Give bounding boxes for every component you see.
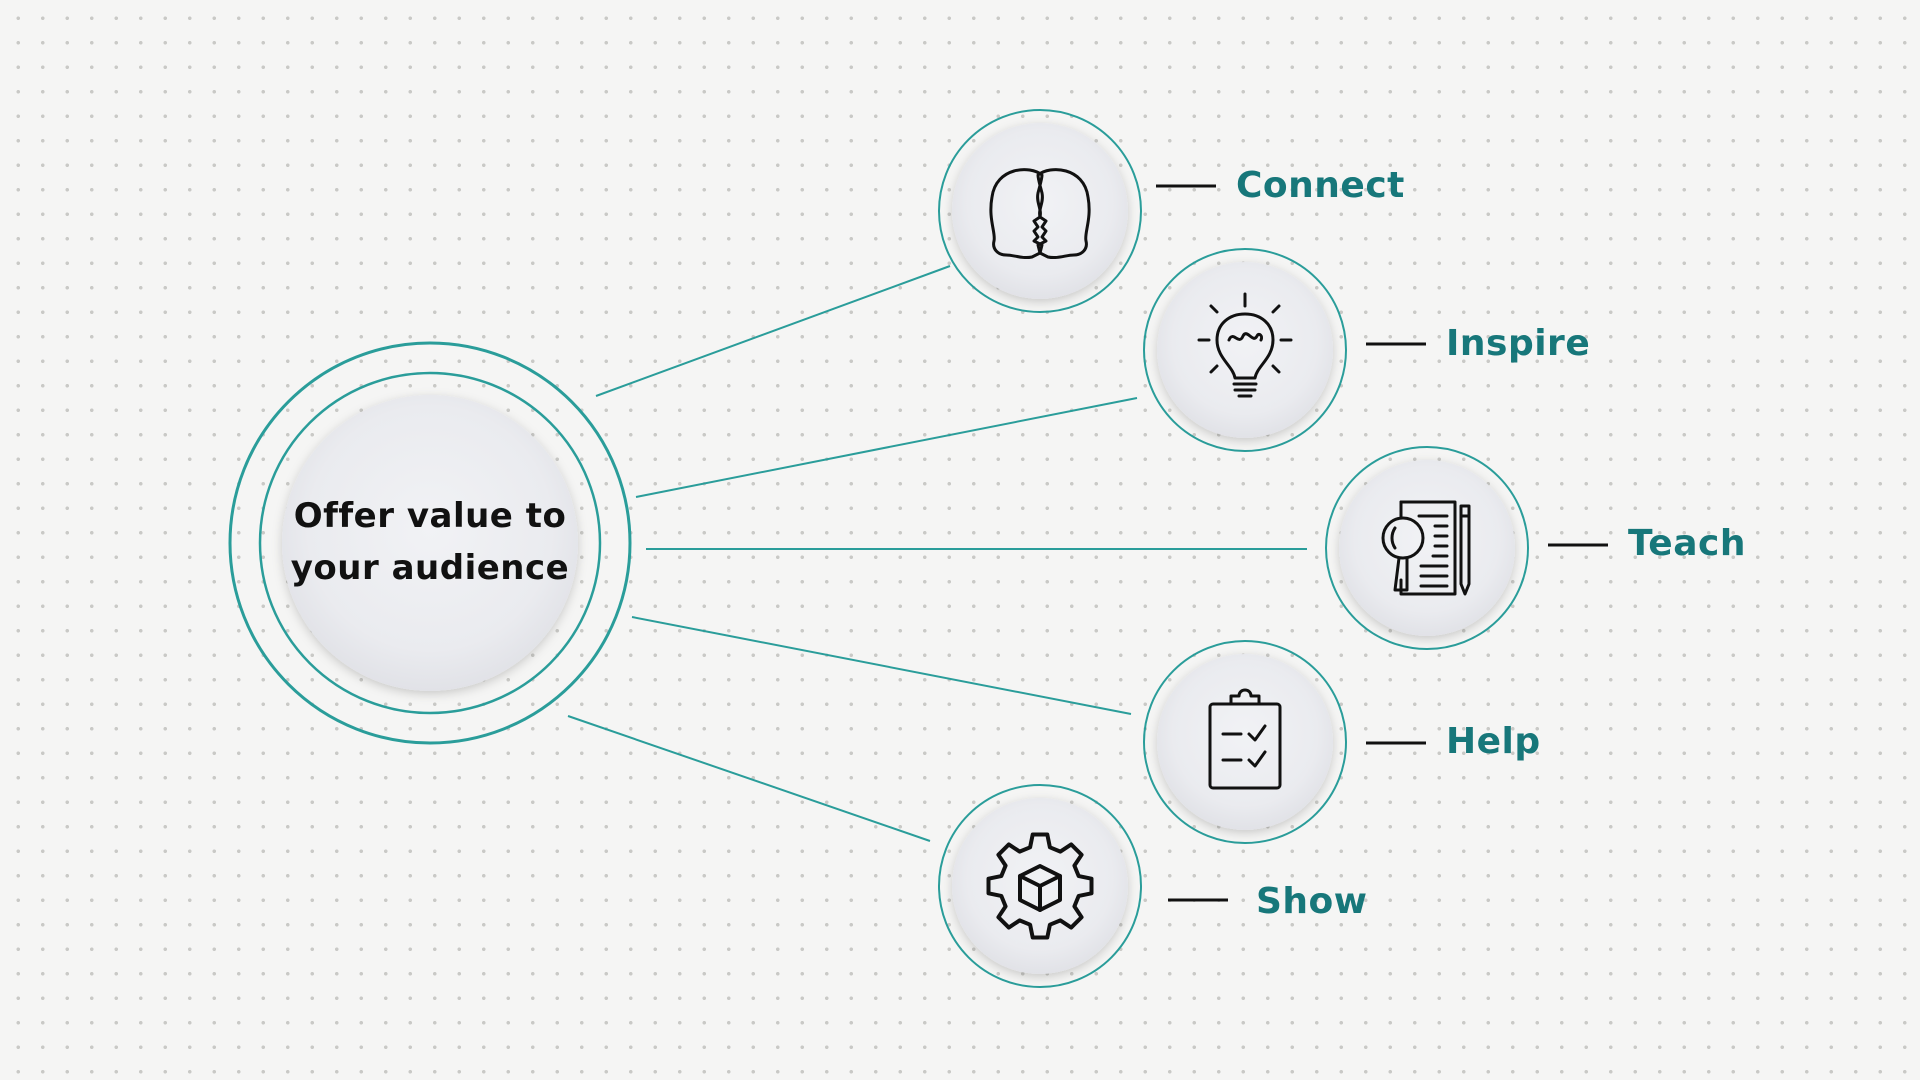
node-ring — [1325, 446, 1529, 650]
faces-connect-icon — [989, 168, 1091, 260]
label-connect: Connect — [1236, 165, 1405, 206]
node-teach — [1325, 446, 1608, 650]
connector-connect — [595, 265, 951, 397]
node-connect — [938, 109, 1216, 313]
lightbulb-icon — [1197, 292, 1293, 398]
document-magnifier-pencil-icon — [1381, 500, 1471, 596]
node-ring — [1143, 640, 1347, 844]
center-disc — [282, 395, 578, 691]
node-help — [1143, 640, 1426, 844]
center-title: Offer value to your audience — [260, 490, 600, 594]
center-outer-ring — [228, 341, 632, 745]
clipboard-checklist-icon — [1208, 688, 1282, 790]
connector-lines — [567, 265, 1307, 842]
node-disc — [1339, 460, 1515, 636]
center-title-line-1: Offer value to — [293, 496, 567, 536]
center-hub — [228, 341, 632, 745]
connector-inspire — [635, 397, 1138, 498]
connector-help — [631, 616, 1132, 715]
node-ring — [938, 109, 1142, 313]
gear-box-icon — [986, 832, 1094, 940]
label-help: Help — [1446, 721, 1541, 762]
center-title-line-2: your audience — [290, 548, 570, 588]
label-show: Show — [1256, 881, 1368, 922]
node-ring — [938, 784, 1142, 988]
node-inspire — [1143, 248, 1426, 452]
label-teach: Teach — [1628, 523, 1746, 564]
node-disc — [1157, 654, 1333, 830]
node-show — [938, 784, 1228, 988]
connector-show — [567, 715, 931, 842]
node-disc — [1157, 262, 1333, 438]
node-ring — [1143, 248, 1347, 452]
label-inspire: Inspire — [1446, 323, 1591, 364]
center-inner-ring — [258, 371, 602, 715]
